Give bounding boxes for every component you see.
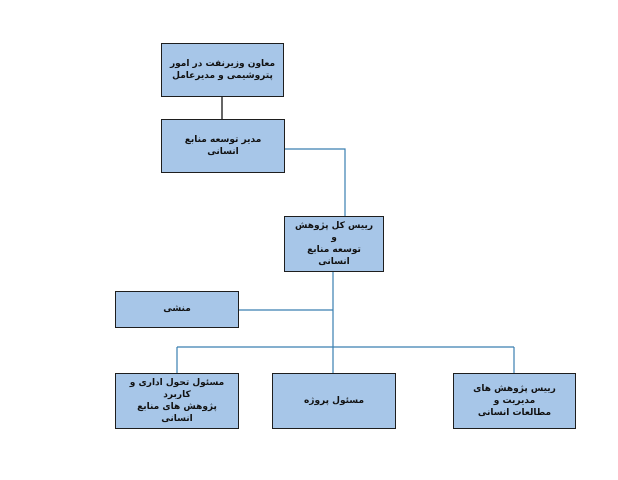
node-research-head: رییس کل پژوهش و توسعه منابع انسانی [284, 216, 384, 272]
node-deputy-petrochemical: معاون وزیرنفت در امور پتروشیمی و مدیرعام… [161, 43, 284, 97]
connector-hr-to-research [284, 148, 346, 217]
node-secretary: منشی [115, 291, 239, 328]
node-hr-development-manager: مدیر توسعه منابع انسانی [161, 119, 285, 173]
node-project-officer: مسئول پروژه [272, 373, 396, 429]
node-management-research-head: رییس پژوهش های مدیریت و مطالعات انسانی [453, 373, 576, 429]
node-admin-transformation-officer: مسئول تحول اداری و کاربرد پژوهش های مناب… [115, 373, 239, 429]
